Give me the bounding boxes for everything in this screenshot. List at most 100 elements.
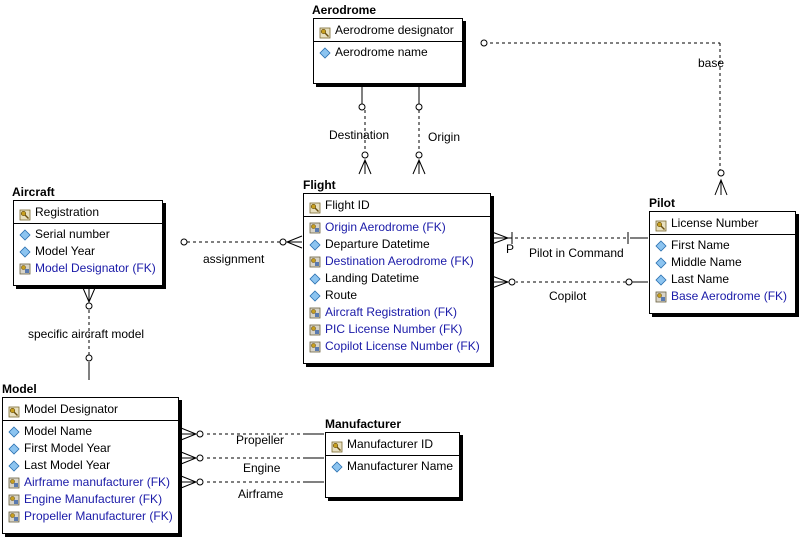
flight-attr-row[interactable]: PIC License Number (FK) [304, 321, 490, 338]
foreign-key-icon [8, 511, 20, 523]
attribute-icon [331, 460, 343, 473]
rel-assignment-line [180, 235, 303, 249]
manufacturer-attr-row[interactable]: Manufacturer Name [326, 458, 459, 475]
aerodrome-primary-key: Aerodrome designator [314, 19, 462, 42]
pilot-attr-row[interactable]: First Name [650, 237, 795, 254]
flight-title: Flight [303, 178, 336, 192]
flight-attr-row[interactable]: Departure Datetime [304, 236, 490, 253]
attribute-label: Aircraft Registration (FK) [325, 305, 458, 319]
attribute-label: Manufacturer ID [347, 437, 434, 451]
model-attr-row[interactable]: First Model Year [3, 440, 178, 457]
attribute-label: Model Designator [24, 402, 119, 416]
attribute-label: Origin Aerodrome (FK) [325, 220, 446, 234]
entity-manufacturer[interactable]: Manufacturer ID Manufacturer Name [325, 432, 460, 498]
foreign-key-icon [8, 494, 20, 506]
attribute-icon [8, 459, 20, 472]
pilot-pk-row[interactable]: License Number [650, 212, 795, 234]
rel-pilot-in-command-line [491, 231, 648, 245]
attribute-label: Manufacturer Name [347, 459, 454, 473]
manufacturer-attributes: Manufacturer Name [326, 456, 459, 477]
attribute-icon [8, 425, 20, 438]
label-destination: Destination [329, 128, 390, 142]
manufacturer-pk-row[interactable]: Manufacturer ID [326, 433, 459, 455]
model-attr-row[interactable]: Last Model Year [3, 457, 178, 474]
attribute-icon [319, 46, 331, 59]
label-pilot-in-command: Pilot in Command [529, 246, 624, 260]
aircraft-attr-row[interactable]: Model Year [14, 243, 162, 260]
attribute-label: License Number [671, 216, 759, 230]
foreign-key-icon [655, 291, 667, 303]
model-attr-row[interactable]: Engine Manufacturer (FK) [3, 491, 178, 508]
attribute-label: Propeller Manufacturer (FK) [24, 509, 173, 523]
rel-airframe-line [180, 475, 324, 489]
foreign-key-icon [19, 263, 31, 275]
attribute-icon [655, 256, 667, 269]
rel-engine-line [180, 451, 324, 465]
flight-attr-row[interactable]: Route [304, 287, 490, 304]
pilot-attr-row[interactable]: Base Aerodrome (FK) [650, 288, 795, 305]
label-pic-marker: P [506, 242, 515, 256]
rel-destination-line [358, 85, 372, 175]
attribute-label: Copilot License Number (FK) [325, 339, 480, 353]
aircraft-pk-row[interactable]: Registration [14, 201, 162, 223]
attribute-label: First Model Year [24, 441, 111, 455]
flight-attr-row[interactable]: Copilot License Number (FK) [304, 338, 490, 355]
aerodrome-attr-row[interactable]: Aerodrome name [314, 44, 462, 61]
attribute-label: Engine Manufacturer (FK) [24, 492, 163, 506]
attribute-label: Aerodrome designator [335, 23, 454, 37]
flight-pk-row[interactable]: Flight ID [304, 194, 490, 216]
flight-attr-row[interactable]: Origin Aerodrome (FK) [304, 219, 490, 236]
manufacturer-title: Manufacturer [325, 417, 402, 431]
attribute-label: PIC License Number (FK) [325, 322, 463, 336]
attribute-label: Destination Aerodrome (FK) [325, 254, 474, 268]
entity-flight[interactable]: Flight ID Origin Aerodrome (FK) Departure … [303, 193, 491, 364]
attribute-label: Middle Name [671, 255, 742, 269]
label-base: base [698, 56, 725, 70]
attribute-label: Registration [35, 205, 100, 219]
attribute-icon [655, 239, 667, 252]
primary-key-icon [319, 24, 331, 39]
primary-key-icon [331, 438, 343, 453]
attribute-label: Model Designator (FK) [35, 261, 156, 275]
attribute-icon [655, 273, 667, 286]
aircraft-primary-key: Registration [14, 201, 162, 224]
attribute-label: Model Year [35, 244, 96, 258]
pilot-primary-key: License Number [650, 212, 795, 235]
model-attr-row[interactable]: Propeller Manufacturer (FK) [3, 508, 178, 525]
flight-attr-row[interactable]: Landing Datetime [304, 270, 490, 287]
flight-attr-row[interactable]: Aircraft Registration (FK) [304, 304, 490, 321]
flight-primary-key: Flight ID [304, 194, 490, 217]
aerodrome-title: Aerodrome [312, 3, 377, 17]
attribute-icon [309, 272, 321, 285]
attribute-label: Base Aerodrome (FK) [671, 289, 788, 303]
aerodrome-attributes: Aerodrome name [314, 42, 462, 63]
aircraft-attr-row[interactable]: Serial number [14, 226, 162, 243]
model-attr-row[interactable]: Airframe manufacturer (FK) [3, 474, 178, 491]
pilot-attr-row[interactable]: Middle Name [650, 254, 795, 271]
attribute-label: Model Name [24, 424, 93, 438]
primary-key-icon [19, 206, 31, 221]
rel-propeller-line [180, 427, 324, 441]
attribute-label: Last Model Year [24, 458, 111, 472]
rel-origin-line [412, 85, 426, 175]
model-attr-row[interactable]: Model Name [3, 423, 178, 440]
foreign-key-icon [309, 307, 321, 319]
foreign-key-icon [309, 256, 321, 268]
attribute-icon [19, 245, 31, 258]
flight-attr-row[interactable]: Destination Aerodrome (FK) [304, 253, 490, 270]
rel-specific-model-line [82, 287, 96, 380]
pilot-attr-row[interactable]: Last Name [650, 271, 795, 288]
attribute-label: Departure Datetime [325, 237, 430, 251]
aircraft-attr-row[interactable]: Model Designator (FK) [14, 260, 162, 277]
model-pk-row[interactable]: Model Designator [3, 398, 178, 420]
aerodrome-pk-row[interactable]: Aerodrome designator [314, 19, 462, 41]
